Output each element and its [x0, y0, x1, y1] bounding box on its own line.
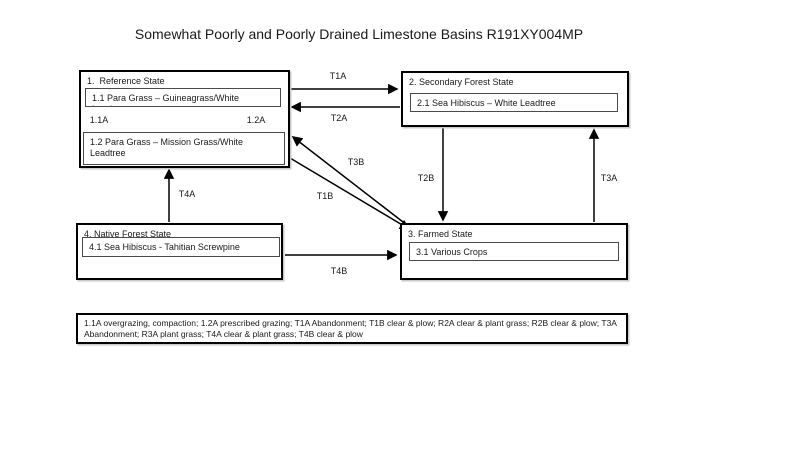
- transition-label-t1b: T1B: [316, 191, 334, 201]
- community-box-3-1: 3.1 Various Crops: [409, 242, 619, 261]
- community-box-1-1: 1.1 Para Grass – Guineagrass/White Leadt…: [85, 88, 281, 107]
- state-label-native-forest: 4. Native Forest State: [84, 229, 172, 239]
- legend-text: 1.1A overgrazing, compaction; 1.2A presc…: [84, 318, 617, 339]
- state-label-secondary-forest: 2. Secondary Forest State: [409, 77, 514, 87]
- state-box-secondary-forest: 2. Secondary Forest State 2.1 Sea Hibisc…: [401, 71, 629, 127]
- transition-label-t4a: T4A: [178, 189, 196, 199]
- transition-label-1-2a: 1.2A: [246, 115, 266, 125]
- state-box-native-forest: 4. Native Forest State 4.1 Sea Hibiscus …: [76, 223, 283, 280]
- transition-label-t3b: T3B: [347, 157, 365, 167]
- state-label-reference: 1. Reference State: [87, 76, 165, 86]
- arrow-t3b: [291, 136, 404, 223]
- transition-label-1-1a: 1.1A: [89, 115, 109, 125]
- community-box-1-2: 1.2 Para Grass – Mission Grass/White Lea…: [83, 132, 285, 165]
- community-box-2-1: 2.1 Sea Hibiscus – White Leadtree: [410, 93, 618, 112]
- diagram-title: Somewhat Poorly and Poorly Drained Limes…: [134, 26, 584, 42]
- transition-label-t1a: T1A: [329, 71, 347, 81]
- transition-label-t2b: T2B: [417, 173, 435, 183]
- legend-box: 1.1A overgrazing, compaction; 1.2A presc…: [76, 313, 628, 344]
- transition-label-t4b: T4B: [330, 266, 348, 276]
- state-box-reference: 1. Reference State 1.1 Para Grass – Guin…: [79, 70, 290, 168]
- transition-label-t2a: T2A: [330, 113, 348, 123]
- arrow-t1b: [289, 157, 411, 230]
- state-box-farmed: 3. Farmed State 3.1 Various Crops: [400, 223, 628, 280]
- state-label-farmed: 3. Farmed State: [408, 229, 473, 239]
- transition-label-t3a: T3A: [600, 173, 618, 183]
- community-box-4-1: 4.1 Sea Hibiscus - Tahitian Screwpine: [82, 237, 280, 257]
